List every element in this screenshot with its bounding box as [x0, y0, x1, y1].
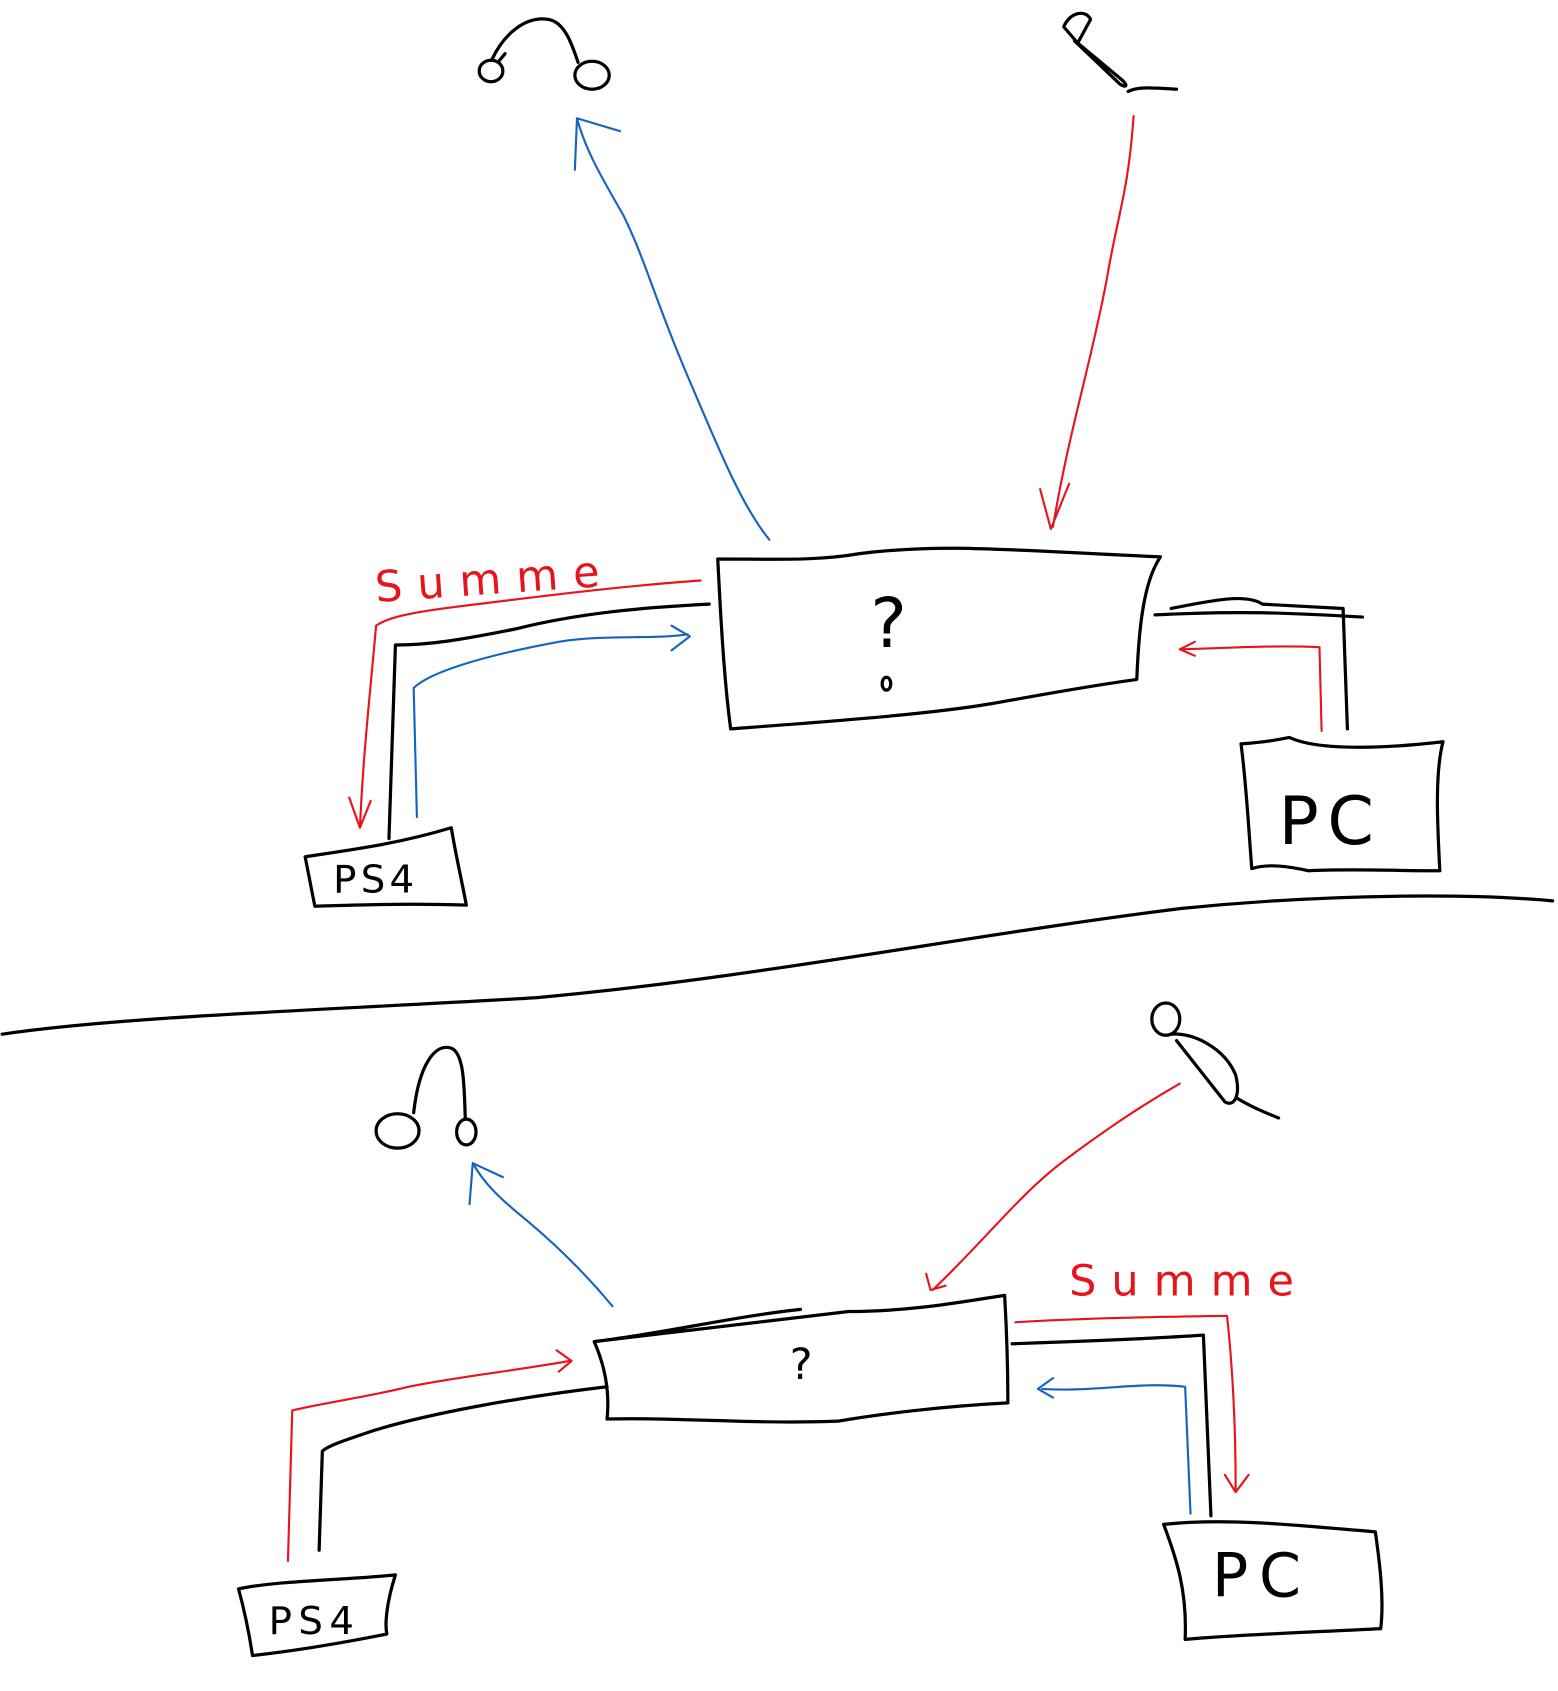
ps4-in-line — [412, 624, 691, 819]
sum-out-line — [1014, 1314, 1250, 1494]
mixer-box — [592, 1293, 1010, 1424]
microphone-icon — [1062, 11, 1179, 93]
mixer-label: ? — [790, 1340, 813, 1390]
bottom-scene: ? Summe PS4 PC — [236, 1001, 1384, 1658]
pc-cable — [1010, 1333, 1213, 1518]
mixer-box — [716, 546, 1163, 731]
ps4-box — [303, 826, 468, 908]
pc-cable — [1153, 596, 1365, 731]
mic-input-line — [925, 1082, 1181, 1292]
ps4-in-line — [286, 1349, 573, 1562]
mic-input-line — [1039, 115, 1135, 530]
pc-box — [1239, 735, 1445, 873]
pc-out-line — [1178, 640, 1323, 733]
headphone-send-line — [468, 1162, 614, 1308]
ps4-cable — [317, 1385, 609, 1552]
headphone-send-line — [573, 117, 771, 541]
pc-box — [1162, 1520, 1384, 1642]
sum-out-line — [348, 579, 702, 829]
pc-in-line — [1036, 1377, 1192, 1515]
top-scene: ? Summe PS4 PC — [303, 11, 1445, 908]
sum-label: Summe — [1069, 1256, 1309, 1306]
ps4-box — [236, 1573, 398, 1658]
headphones-icon — [477, 17, 611, 91]
ps4-label: PS4 — [333, 857, 418, 902]
pc-label: PC — [1279, 782, 1383, 860]
mixer-label: ? — [870, 584, 906, 664]
ps4-cable — [387, 602, 711, 841]
scene-divider — [0, 894, 1555, 1036]
pc-label: PC — [1212, 1541, 1312, 1611]
mixer-dot — [880, 675, 893, 692]
microphone-icon — [1150, 1001, 1281, 1120]
ps4-label: PS4 — [269, 1599, 361, 1644]
headphones-icon — [374, 1045, 478, 1150]
